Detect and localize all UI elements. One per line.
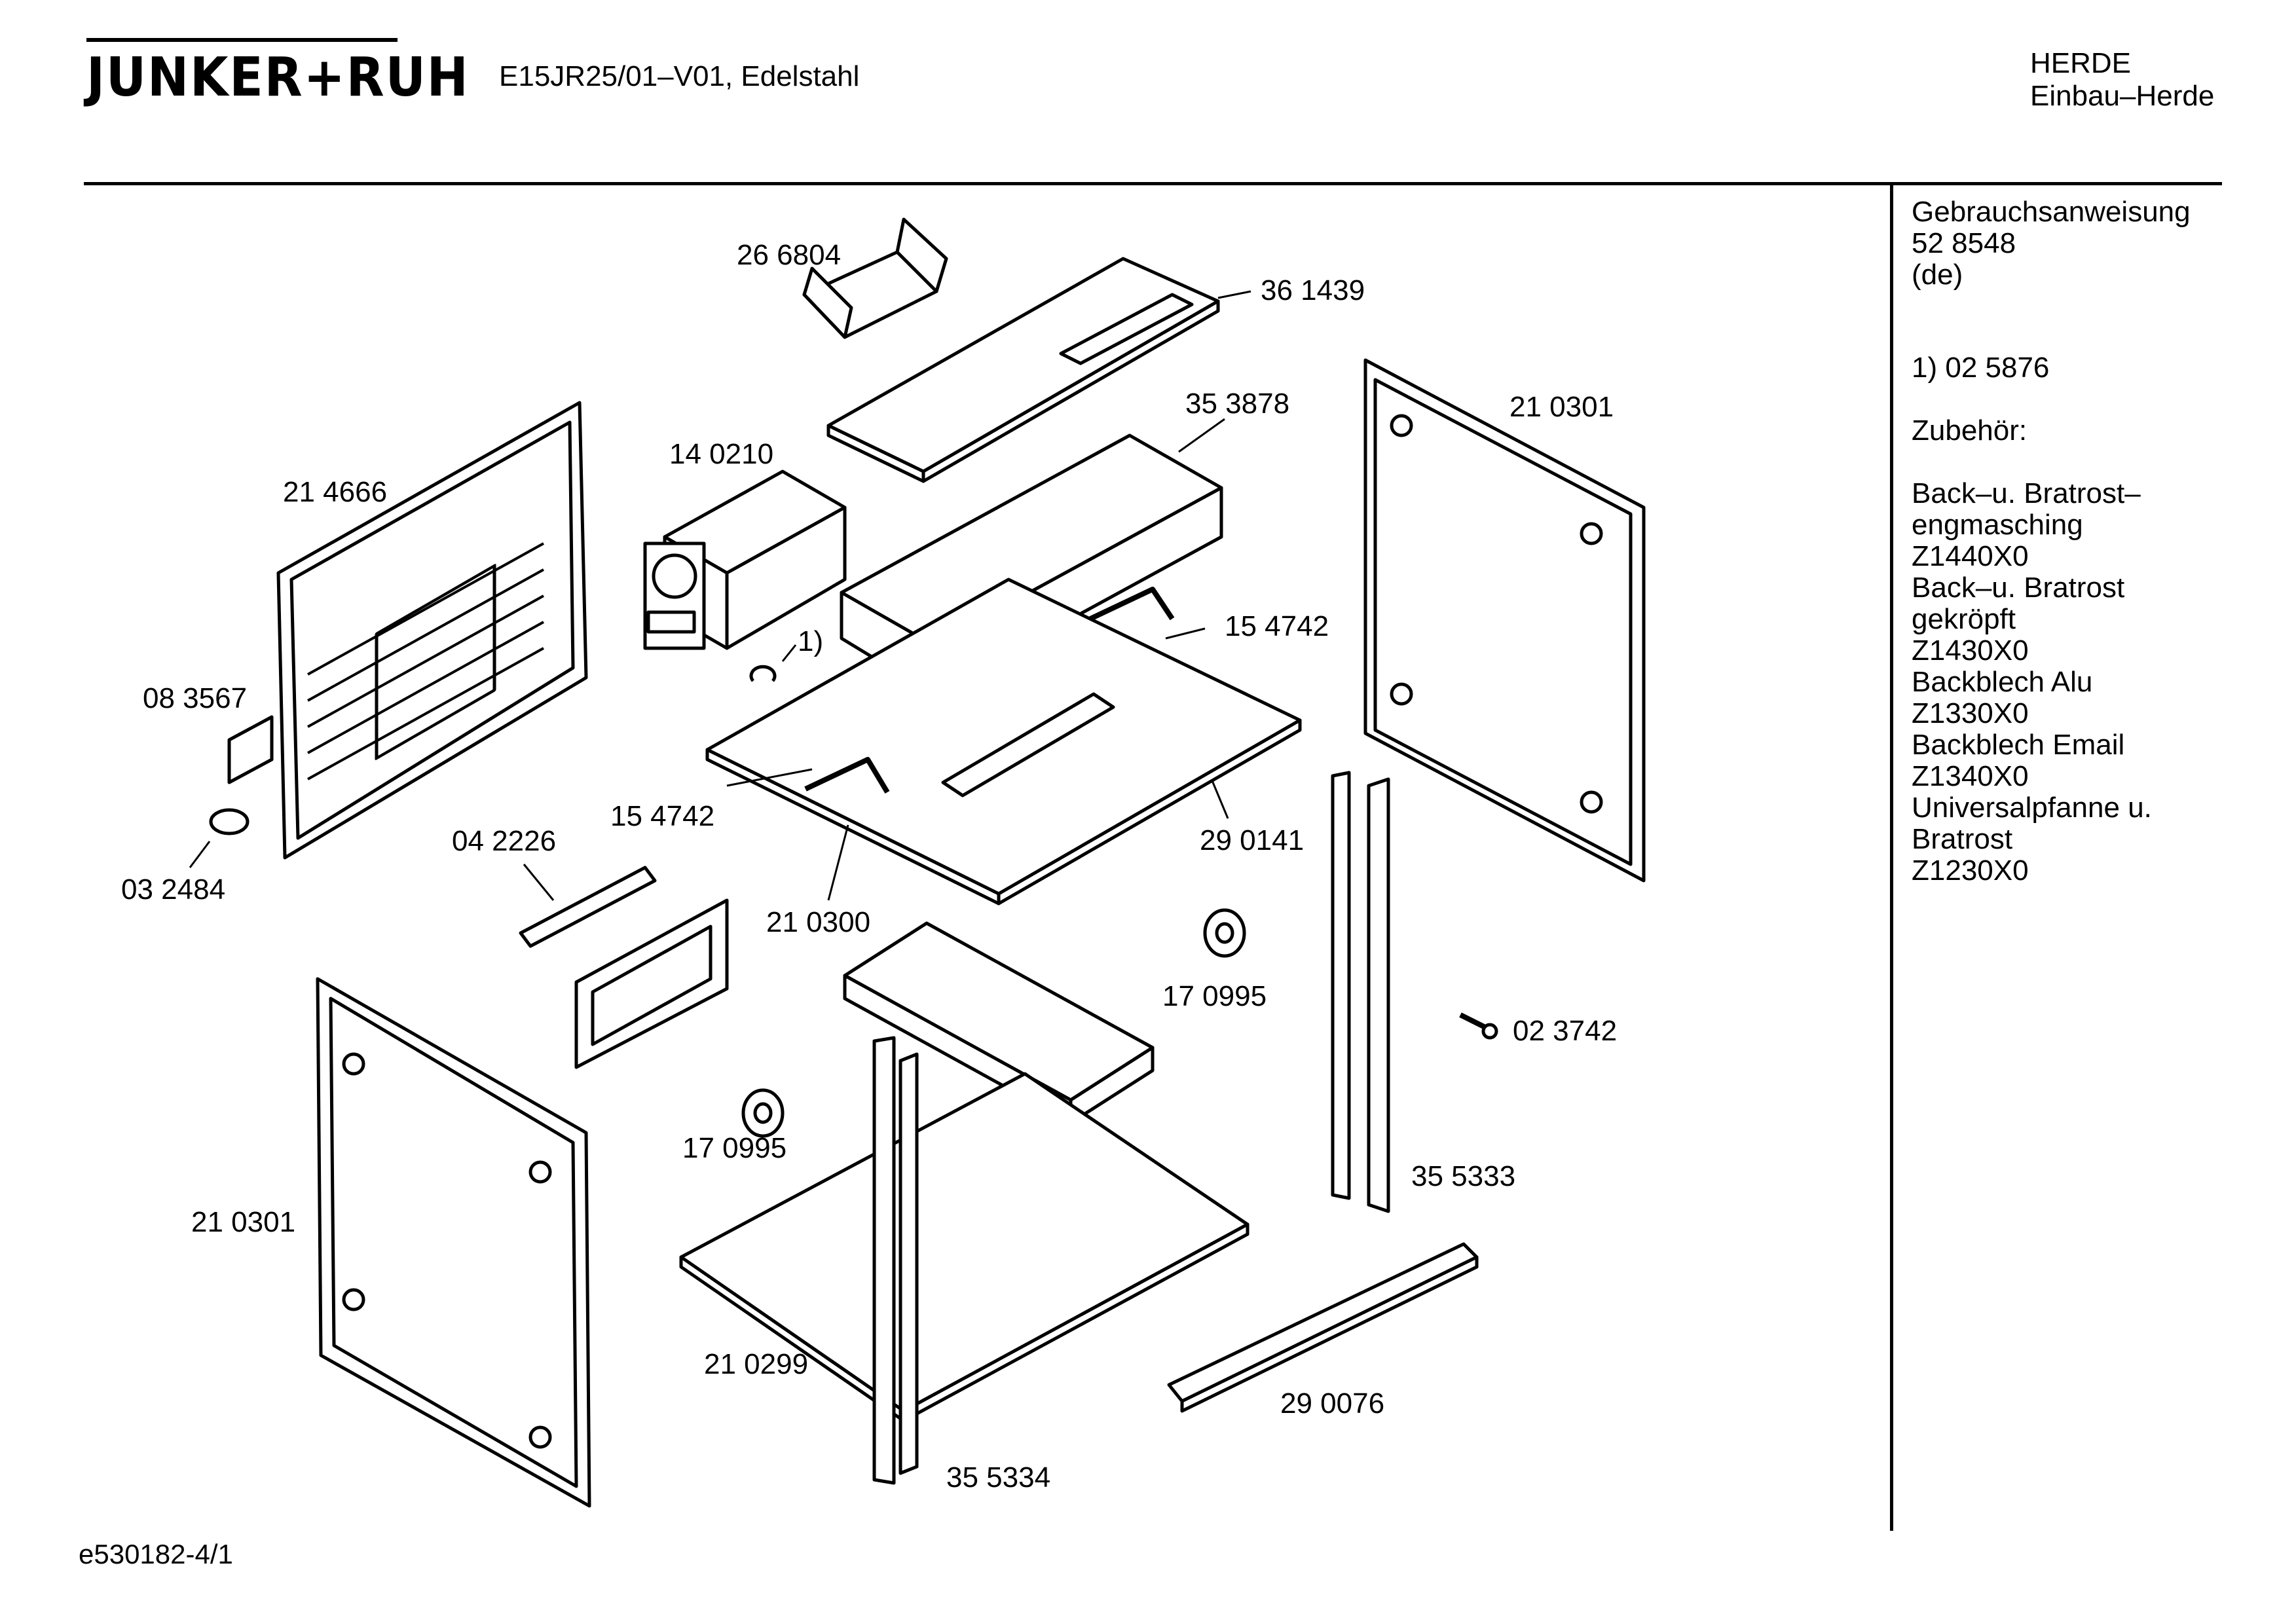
callout-023742: 02 3742 — [1513, 1015, 1618, 1047]
callout-290076: 29 0076 — [1280, 1387, 1385, 1420]
category-line-2: Einbau–Herde — [2030, 80, 2215, 112]
manual-number: 52 8548 — [1912, 227, 2016, 259]
accessory-code: Z1230X0 — [1912, 854, 2029, 887]
header-rule — [84, 182, 2222, 185]
accessories-heading-block: Zubehör: — [1912, 415, 2278, 447]
part-032484-clip — [209, 808, 250, 835]
accessory-code: Z1430X0 — [1912, 634, 2029, 667]
exploded-view-drawing — [189, 217, 1646, 1508]
callout-361439: 36 1439 — [1261, 274, 1365, 306]
part-140210-fan-motor — [643, 469, 847, 650]
callout-154742-rear: 15 4742 — [1225, 610, 1329, 642]
callout-266804: 26 6804 — [737, 239, 842, 271]
part-042226-terminal-block — [519, 866, 657, 948]
callout-355333: 35 5333 — [1411, 1160, 1516, 1192]
footnote: 1) 02 5876 — [1912, 352, 2050, 384]
accessory-name: engmasching — [1912, 509, 2083, 541]
callout-210301-right: 21 0301 — [1509, 391, 1614, 423]
part-170995-foot-b — [741, 1088, 785, 1138]
accessory-code: Z1340X0 — [1912, 760, 2029, 792]
part-210301-left-side-panel — [316, 977, 591, 1508]
sidebar-panel: Gebrauchsanweisung 52 8548 (de) 1) 02 58… — [1912, 196, 2278, 887]
footnote-block: 1) 02 5876 — [1912, 352, 2278, 384]
part-210301-right-side-panel — [1363, 358, 1646, 883]
part-154742-handle-front — [804, 757, 890, 794]
callout-355334: 35 5334 — [946, 1461, 1051, 1493]
part-361439-top-cover — [826, 257, 1220, 483]
category-line-1: HERDE — [2030, 47, 2132, 79]
part-210300-base-plate — [705, 577, 1302, 906]
manual-label: Gebrauchsanweisung — [1912, 196, 2191, 228]
part-170995-foot-a — [1203, 908, 1246, 958]
part-control-frame — [574, 898, 729, 1069]
callout-210299: 21 0299 — [704, 1348, 809, 1380]
accessory-code: Z1440X0 — [1912, 540, 2029, 572]
category-title: HERDE Einbau–Herde — [2030, 47, 2214, 113]
callout-140210: 14 0210 — [669, 438, 774, 470]
part-290076-kickplate — [1167, 1242, 1479, 1413]
manual-block: Gebrauchsanweisung 52 8548 (de) — [1912, 196, 2278, 291]
part-214666-rear-panel — [276, 401, 588, 860]
model-title: E15JR25/01–V01, Edelstahl — [499, 60, 860, 92]
accessory-name: Backblech Email — [1912, 729, 2125, 761]
part-154742-handle-rear — [1089, 587, 1175, 621]
accessory-name: Backblech Alu — [1912, 666, 2093, 698]
accessory-name: Universalpfanne u. — [1912, 792, 2152, 824]
callout-290141: 29 0141 — [1200, 824, 1305, 856]
callout-170995-a: 17 0995 — [1162, 980, 1267, 1012]
logo-overline — [86, 38, 398, 42]
callout-170995-b: 17 0995 — [682, 1132, 787, 1164]
accessories-label: Zubehör: — [1912, 414, 2028, 447]
drawing-id: e530182-4/1 — [79, 1539, 233, 1569]
callout-214666: 21 4666 — [283, 476, 388, 508]
accessory-name: gekröpft — [1912, 603, 2016, 635]
callout-083567: 08 3567 — [143, 682, 248, 714]
part-355333-right-rail — [1331, 771, 1390, 1213]
part-355334-left-rail — [872, 1036, 919, 1485]
leader-lines — [189, 290, 1251, 901]
callout-210301-left: 21 0301 — [191, 1206, 296, 1238]
manual-language: (de) — [1912, 259, 1963, 291]
brand-logo: JUNKER+RUH — [86, 46, 470, 109]
part-023742-screw — [1459, 1012, 1498, 1040]
callout-154742-front: 15 4742 — [610, 800, 715, 832]
callout-353878: 35 3878 — [1185, 388, 1290, 420]
part-266804-bracket — [802, 217, 948, 339]
accessory-name: Back–u. Bratrost — [1912, 572, 2125, 604]
accessory-code: Z1330X0 — [1912, 697, 2029, 729]
accessories-list: Back–u. Bratrost– engmasching Z1440X0 Ba… — [1912, 478, 2278, 887]
callout-210300: 21 0300 — [766, 906, 871, 938]
accessory-name: Bratrost — [1912, 823, 2013, 855]
part-083567-plate — [227, 715, 274, 784]
part-footnote-clip — [749, 665, 777, 682]
callout-042226: 04 2226 — [452, 825, 557, 857]
callout-footnote-1: 1) — [798, 625, 824, 657]
accessory-name: Back–u. Bratrost– — [1912, 477, 2141, 509]
callout-032484: 03 2484 — [121, 873, 226, 906]
sidebar-divider — [1890, 185, 1893, 1531]
